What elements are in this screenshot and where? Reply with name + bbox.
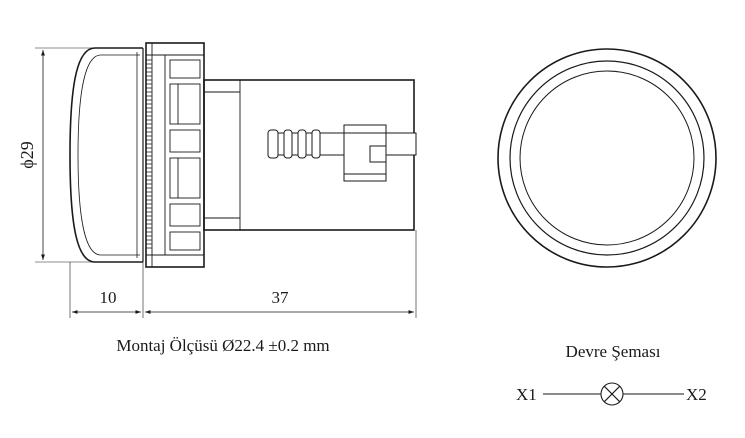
- dimension-front: 10: [100, 288, 117, 307]
- diameter-label: ϕ29: [17, 141, 37, 168]
- side-view: ϕ29 10 37 Montaj Ölçüsü Ø22.4 ±0.2 mm: [17, 42, 417, 355]
- dimension-body: 37: [272, 288, 290, 307]
- terminal-x2: X2: [686, 385, 707, 404]
- terminal-x1: X1: [516, 385, 537, 404]
- schematic-title: Devre Şeması: [566, 342, 661, 361]
- front-view: [497, 48, 717, 268]
- mounting-note: Montaj Ölçüsü Ø22.4 ±0.2 mm: [116, 336, 329, 355]
- thread-ticks: [146, 59, 152, 249]
- lamp-symbol-icon: [600, 382, 624, 406]
- circuit-schematic: Devre Şeması X1 X2: [516, 342, 707, 406]
